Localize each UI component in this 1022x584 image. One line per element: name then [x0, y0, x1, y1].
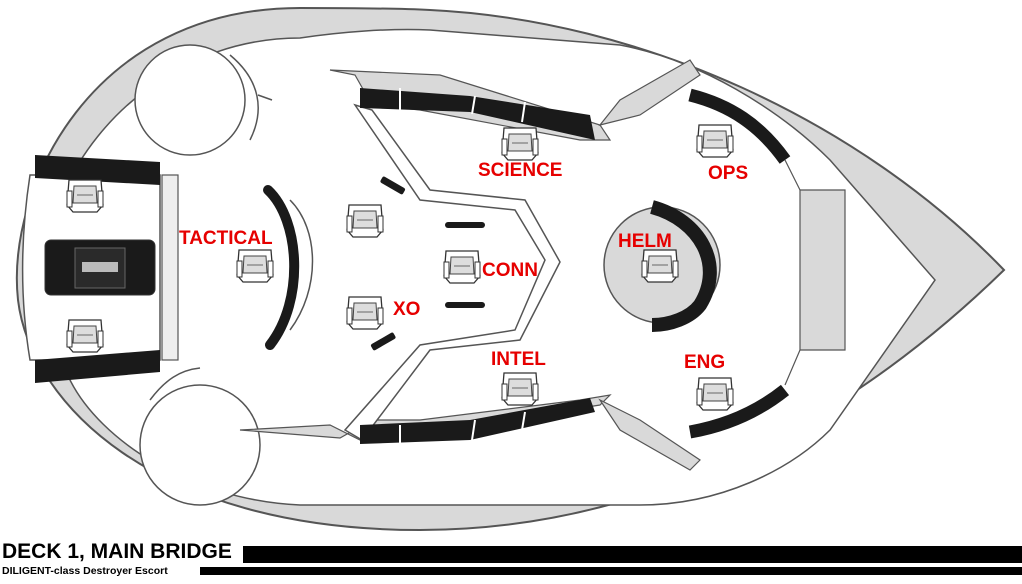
- science-console: [360, 88, 595, 140]
- label-xo: XO: [393, 299, 420, 320]
- subtitle-bar: [200, 567, 1022, 575]
- upper-lift: [134, 44, 246, 156]
- lower-lift: [139, 384, 261, 506]
- ship-class-subtitle: DILIGENT-class Destroyer Escort: [2, 565, 168, 577]
- helm-console: [649, 200, 717, 332]
- ops-console: [688, 88, 791, 164]
- intel-console: [360, 398, 595, 444]
- label-eng: ENG: [684, 352, 725, 373]
- core-console: [44, 239, 156, 296]
- deck-title: DECK 1, MAIN BRIDGE: [2, 540, 232, 563]
- tactical-console: [263, 185, 300, 350]
- label-intel: INTEL: [491, 349, 546, 370]
- label-conn: CONN: [482, 260, 538, 281]
- label-science: SCIENCE: [478, 160, 562, 181]
- eng-console: [688, 384, 790, 439]
- label-tactical: TACTICAL: [179, 228, 273, 249]
- bridge-floor-plan: SCIENCE OPS TACTICAL HELM CONN XO INTEL …: [15, 6, 1006, 532]
- deck-title-bar: [243, 546, 1022, 563]
- viewscreen-wall: [799, 189, 846, 351]
- label-ops: OPS: [708, 163, 748, 184]
- label-helm: HELM: [618, 231, 672, 252]
